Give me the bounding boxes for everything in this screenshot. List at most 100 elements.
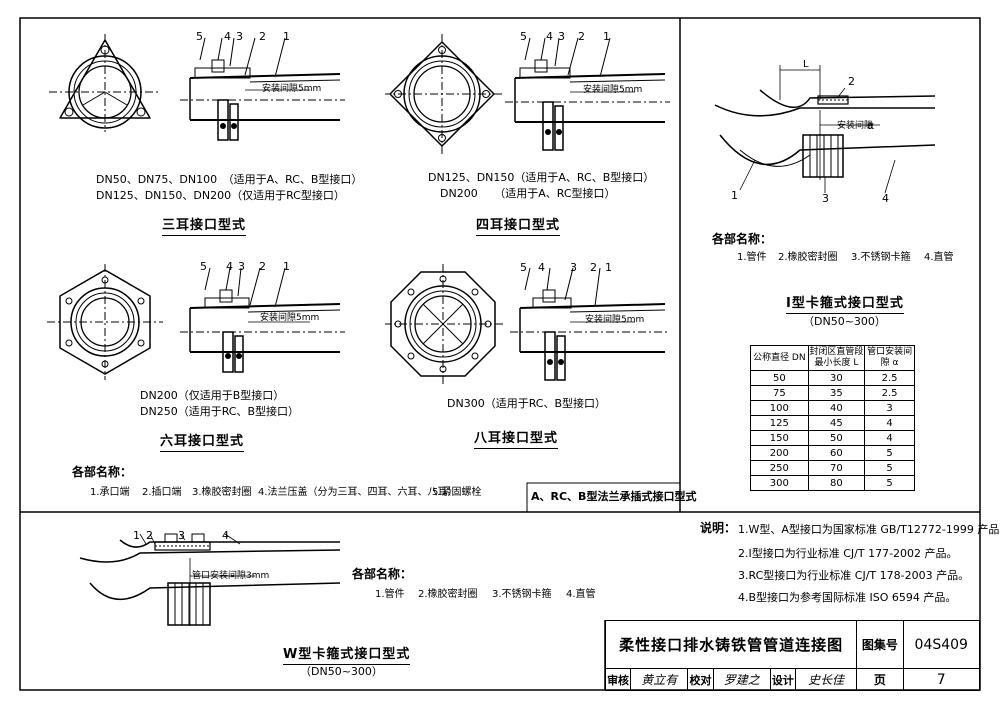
check-signature: 罗建之	[712, 668, 771, 691]
callout-4: 4	[222, 529, 229, 542]
three-ear-caption: 三耳接口型式	[162, 214, 247, 236]
header-length: 封闭区直管段最小长度 L	[807, 345, 866, 371]
four-ear-drawing	[385, 34, 670, 154]
callout-3: 3	[178, 529, 185, 542]
gap-label: 安装间隙5mm	[585, 315, 645, 325]
design-label: 设计	[769, 668, 796, 691]
type-i-range: （DN50~300）	[803, 315, 886, 328]
eight-ear-caption: 八耳接口型式	[474, 427, 559, 449]
callout-3: 3	[822, 192, 829, 205]
cell: 100	[750, 400, 809, 416]
callout-1: 1	[731, 189, 738, 202]
check-label: 校对	[687, 668, 714, 691]
type-w-drawing	[79, 533, 341, 626]
header-gap: 管口安装间隙 α	[864, 345, 915, 371]
six-ear-caption: 六耳接口型式	[160, 430, 245, 452]
size-line-1: DN125、DN150（适用于A、RC、B型接口）	[428, 171, 655, 184]
size-line-1: DN200（仅适用于B型接口）	[140, 389, 285, 402]
cell: 3	[864, 400, 915, 416]
part-4: 4.直管	[924, 252, 954, 263]
callout-2: 2	[259, 30, 266, 43]
callout-2: 2	[146, 529, 153, 542]
part-4: 4.法兰压盖（分为三耳、四耳、六耳、八耳）	[258, 487, 458, 498]
size-line-1: DN50、DN75、DN100 （适用于A、RC、B型接口）	[96, 173, 363, 186]
page-number: 7	[902, 668, 981, 691]
note-1: 1.W型、A型接口为国家标准 GB/T12772-1999 产品。	[738, 523, 1000, 536]
cell: 2.5	[864, 370, 915, 386]
callout-5: 5	[520, 261, 527, 274]
drawing-title: 柔性接口排水铸铁管管道连接图	[604, 620, 858, 669]
size-line-2: DN200 （适用于A、RC型接口）	[440, 187, 616, 200]
type-i-drawing	[714, 65, 936, 194]
gap-label: 安装间隙5mm	[262, 84, 322, 94]
callout-3: 3	[236, 30, 243, 43]
cell: 4	[864, 430, 915, 446]
dim-L: L	[803, 59, 809, 70]
callout-2: 2	[259, 260, 266, 273]
callout-1: 1	[133, 529, 140, 542]
part-1: 1.管件	[737, 252, 767, 263]
callout-3: 3	[238, 260, 245, 273]
cell: 30	[807, 370, 866, 386]
cell: 75	[750, 385, 809, 401]
review-signature: 黄立有	[630, 668, 689, 691]
callout-4: 4	[224, 30, 231, 43]
size-line-2: DN125、DN150、DN200（仅适用于RC型接口）	[96, 189, 345, 202]
size-line-2: DN250（适用于RC、B型接口）	[140, 405, 300, 418]
cell: 300	[750, 475, 809, 491]
callout-2: 2	[848, 75, 855, 88]
size-line-1: DN300（适用于RC、B型接口）	[447, 397, 607, 410]
callout-3: 3	[558, 30, 565, 43]
part-3: 3.橡胶密封圈	[192, 487, 252, 498]
callout-1: 1	[283, 260, 290, 273]
cell: 60	[807, 445, 866, 461]
note-3: 3.RC型接口为行业标准 CJ/T 178-2003 产品。	[738, 569, 970, 582]
part-2: 2.橡胶密封圈	[418, 589, 478, 600]
gap-label: 安装间隙5mm	[260, 313, 320, 323]
page-label: 页	[856, 668, 904, 691]
cell: 50	[750, 370, 809, 386]
notes-heading: 说明：	[700, 521, 737, 535]
atlas-number: 04S409	[902, 620, 981, 669]
callout-1: 1	[283, 30, 290, 43]
gap-symbol: α	[867, 119, 875, 132]
parts-heading: 各部名称：	[712, 232, 773, 246]
callout-2: 2	[578, 30, 585, 43]
cell: 45	[807, 415, 866, 431]
callout-4: 4	[546, 30, 553, 43]
cell: 80	[807, 475, 866, 491]
part-5: 5.紧固螺栓	[432, 487, 482, 498]
cell: 5	[864, 475, 915, 491]
type-i-caption: Ⅰ型卡箍式接口型式	[786, 292, 904, 314]
gap-label: 安装间隙	[837, 121, 874, 131]
cell: 2.5	[864, 385, 915, 401]
cell: 125	[750, 415, 809, 431]
parts-heading: 各部名称：	[352, 567, 413, 581]
review-label: 审核	[604, 668, 632, 691]
cell: 70	[807, 460, 866, 476]
cell: 200	[750, 445, 809, 461]
cell: 35	[807, 385, 866, 401]
part-3: 3.不锈钢卡箍	[851, 252, 911, 263]
callout-3: 3	[570, 261, 577, 274]
part-1: 1.管件	[375, 589, 405, 600]
callout-4: 4	[882, 192, 889, 205]
six-ear-drawing	[47, 264, 345, 380]
cell: 5	[864, 460, 915, 476]
type-w-caption: W型卡箍式接口型式	[283, 643, 411, 665]
callout-5: 5	[520, 30, 527, 43]
gap-label: 安装间隙5mm	[583, 85, 643, 95]
three-ear-drawing	[49, 34, 345, 141]
cell: 150	[750, 430, 809, 446]
cell: 250	[750, 460, 809, 476]
flange-box-label: A、RC、B型法兰承插式接口型式	[531, 490, 697, 503]
header-dn: 公称直径 DN	[750, 345, 809, 371]
